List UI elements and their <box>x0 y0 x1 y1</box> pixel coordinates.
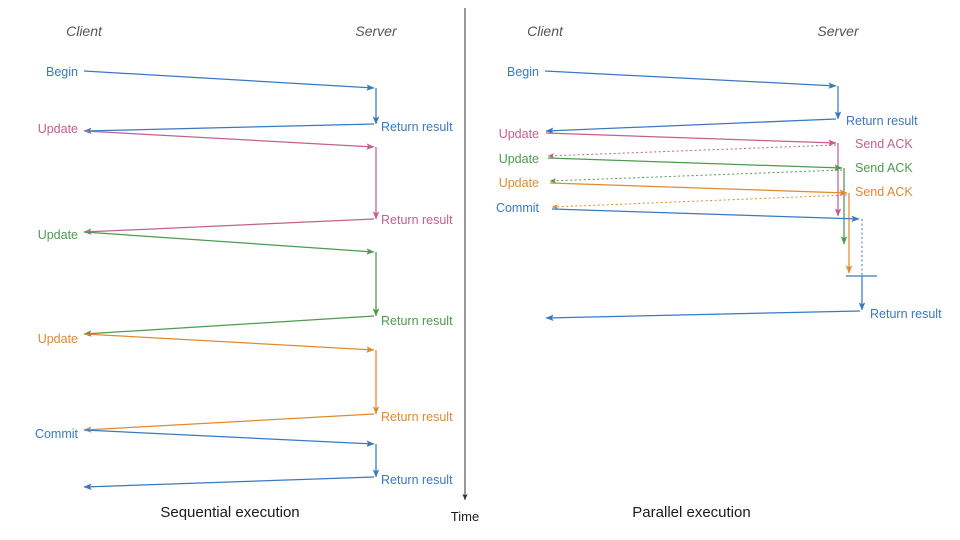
right-client-label-4: Commit <box>496 201 540 215</box>
message-update1-reply <box>83 218 375 235</box>
right-client-label-1: Update <box>499 127 539 141</box>
right-server-label-1: Send ACK <box>855 137 913 151</box>
message-update2-reply <box>83 315 375 337</box>
left-message-group <box>83 70 380 490</box>
message-update3-request <box>83 333 375 353</box>
left-client-label-1: Update <box>38 122 78 136</box>
actor-label-client-right: Client <box>527 23 564 39</box>
right-server-label-3: Send ACK <box>855 185 913 199</box>
message-update1-ack <box>547 144 837 159</box>
right-server-label-4: Return result <box>870 307 942 321</box>
left-client-label-0: Begin <box>46 65 78 79</box>
left-server-label-1: Return result <box>381 213 453 227</box>
message-begin-request <box>544 70 837 89</box>
message-update2-request <box>83 231 375 255</box>
message-commit-request <box>551 208 860 223</box>
caption-sequential: Sequential execution <box>160 504 299 521</box>
left-server-label-0: Return result <box>381 120 453 134</box>
message-update3-ack <box>551 194 848 210</box>
actor-label-server-right: Server <box>817 23 860 39</box>
message-update1-request <box>83 130 375 150</box>
message-update3-request <box>549 182 848 196</box>
left-server-label-2: Return result <box>381 314 453 328</box>
message-commit-reply <box>545 310 861 322</box>
message-commit-reply <box>83 476 375 490</box>
left-client-label-2: Update <box>38 228 78 242</box>
right-message-group <box>544 70 877 322</box>
time-axis-label: Time <box>451 509 479 524</box>
message-update3-reply <box>83 413 375 433</box>
message-commit-request <box>83 429 375 447</box>
right-server-label-0: Return result <box>846 114 918 128</box>
left-server-label-4: Return result <box>381 473 453 487</box>
message-begin-request <box>83 70 375 91</box>
message-update1-request <box>545 132 837 146</box>
time-axis: Time <box>451 8 479 524</box>
message-update2-ack <box>549 169 843 184</box>
right-client-label-3: Update <box>499 176 539 190</box>
message-begin-reply <box>83 123 375 135</box>
left-client-label-3: Update <box>38 332 78 346</box>
message-begin-reply <box>545 118 837 134</box>
message-update2-request <box>547 157 843 171</box>
right-server-label-2: Send ACK <box>855 161 913 175</box>
left-client-label-4: Commit <box>35 427 79 441</box>
actor-label-client-left: Client <box>66 23 103 39</box>
actor-label-server-left: Server <box>355 23 398 39</box>
caption-parallel: Parallel execution <box>632 504 750 521</box>
right-panel: Client Server BeginUpdateUpdateUpdateCom… <box>496 23 942 521</box>
right-client-label-2: Update <box>499 152 539 166</box>
left-server-label-3: Return result <box>381 410 453 424</box>
right-client-label-0: Begin <box>507 65 539 79</box>
left-panel: Client Server BeginUpdateUpdateUpdateCom… <box>35 23 453 521</box>
